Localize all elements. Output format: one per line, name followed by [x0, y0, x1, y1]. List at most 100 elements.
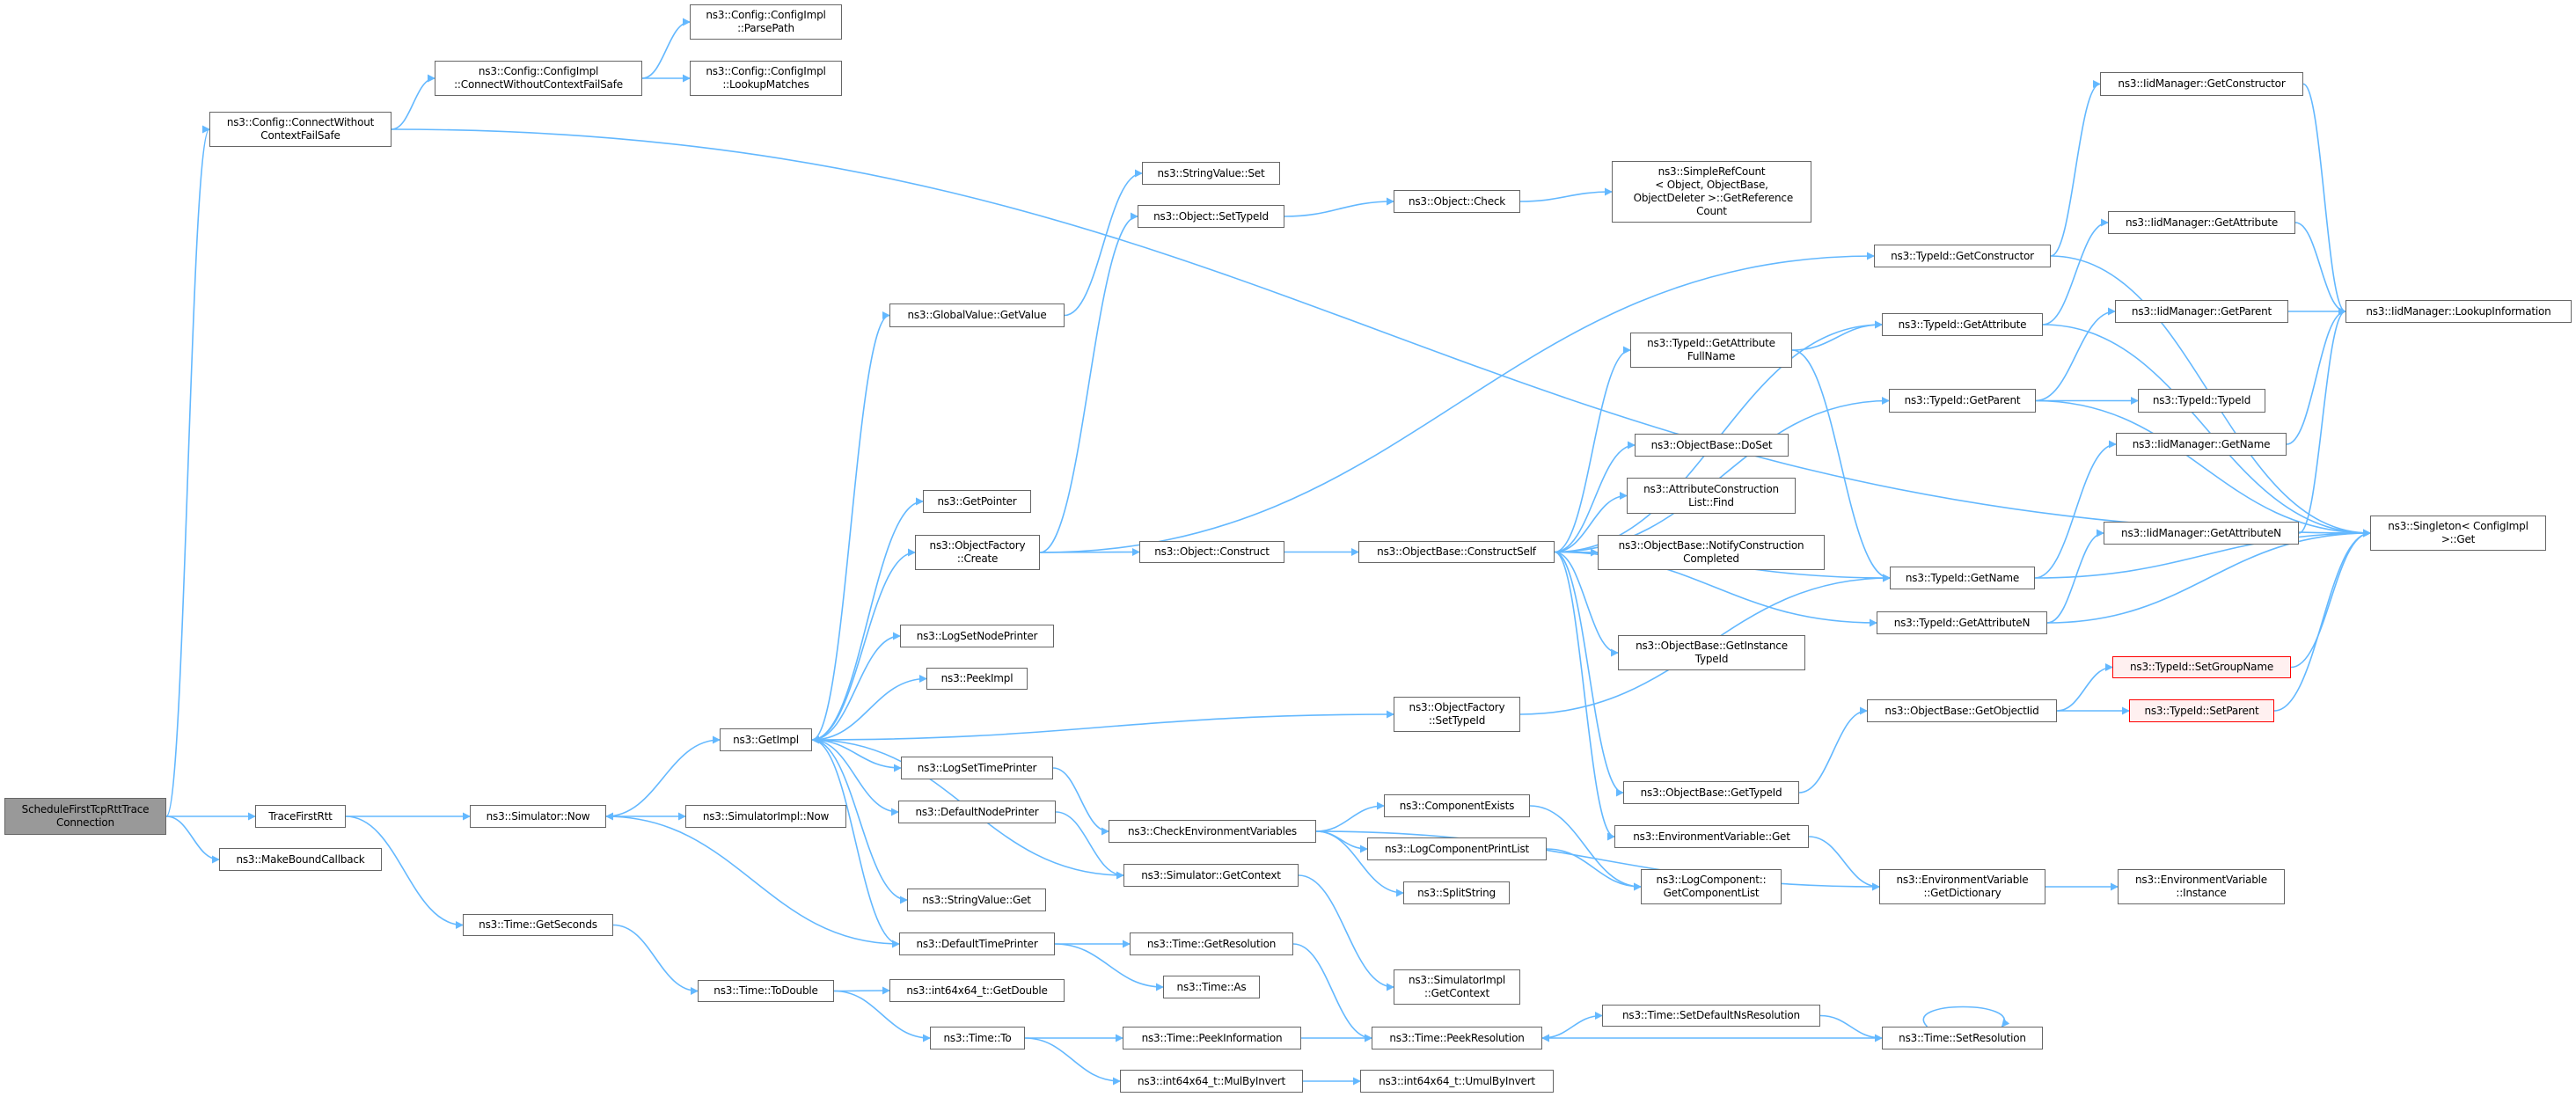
node-get-resolution[interactable]: ns3::Time::GetResolution	[1130, 932, 1293, 955]
node-of-set-type-id[interactable]: ns3::ObjectFactory ::SetTypeId	[1394, 697, 1520, 732]
node-tid-get-name[interactable]: ns3::TypeId::GetName	[1890, 567, 2035, 589]
edge-connect-without-to-singleton-get	[391, 128, 2371, 538]
node-iid-get-constructor[interactable]: ns3::IidManager::GetConstructor	[2100, 72, 2303, 96]
node-iid-get-parent[interactable]: ns3::IidManager::GetParent	[2115, 300, 2288, 323]
node-lookup-info[interactable]: ns3::IidManager::LookupInformation	[2345, 300, 2572, 323]
node-peek-info[interactable]: ns3::Time::PeekInformation	[1123, 1027, 1301, 1049]
edge-tid-get-name-to-iid-get-name	[2034, 440, 2117, 579]
edge-trace-first-rtt-to-get-seconds	[345, 815, 464, 929]
node-notify-cc[interactable]: ns3::ObjectBase::NotifyConstruction Comp…	[1598, 535, 1825, 570]
edge-get-seconds-to-to-double	[612, 924, 699, 995]
node-log-set-time-printer[interactable]: ns3::LogSetTimePrinter	[901, 757, 1053, 779]
node-split-string[interactable]: ns3::SplitString	[1403, 881, 1510, 904]
node-get-attr-full-name[interactable]: ns3::TypeId::GetAttribute FullName	[1630, 333, 1792, 368]
node-cfg-connect[interactable]: ns3::Config::ConfigImpl ::ConnectWithout…	[435, 61, 642, 96]
node-tid-get-parent[interactable]: ns3::TypeId::GetParent	[1889, 389, 2036, 413]
node-to-double[interactable]: ns3::Time::ToDouble	[698, 980, 834, 1002]
node-get-dictionary[interactable]: ns3::EnvironmentVariable ::GetDictionary	[1879, 869, 2045, 904]
edge-set-default-ns-to-set-resolution	[1819, 1014, 1883, 1042]
node-time-as[interactable]: ns3::Time::As	[1163, 976, 1260, 998]
node-string-get[interactable]: ns3::StringValue::Get	[907, 889, 1046, 911]
node-default-time-printer[interactable]: ns3::DefaultTimePrinter	[899, 932, 1055, 955]
node-global-get-value[interactable]: ns3::GlobalValue::GetValue	[889, 304, 1065, 327]
edge-tid-get-parent-to-singleton-get	[2035, 399, 2371, 538]
node-parse-path[interactable]: ns3::Config::ConfigImpl ::ParsePath	[690, 4, 842, 40]
node-iid-get-attribute-n[interactable]: ns3::IidManager::GetAttributeN	[2104, 522, 2299, 545]
node-obj-set-type-id[interactable]: ns3::Object::SetTypeId	[1138, 205, 1284, 228]
node-get-double[interactable]: ns3::int64x64_t::GetDouble	[889, 979, 1065, 1002]
edge-iid-get-attribute-n-to-lookup-info	[2298, 307, 2346, 534]
edge-check-env-to-get-dictionary	[1315, 830, 1880, 891]
edge-get-attr-full-name-to-tid-get-attribute	[1791, 320, 1883, 351]
node-tid-get-attribute[interactable]: ns3::TypeId::GetAttribute	[1882, 313, 2043, 336]
edge-get-impl-to-of-set-type-id	[811, 710, 1394, 741]
node-ac-find[interactable]: ns3::AttributeConstruction List::Find	[1627, 478, 1796, 514]
node-of-create[interactable]: ns3::ObjectFactory ::Create	[915, 535, 1040, 570]
edge-get-impl-to-log-set-time-printer	[811, 739, 902, 772]
node-sim-get-context[interactable]: ns3::Simulator::GetContext	[1123, 864, 1299, 887]
node-singleton-get[interactable]: ns3::Singleton< ConfigImpl >::Get	[2370, 516, 2546, 551]
node-get-seconds[interactable]: ns3::Time::GetSeconds	[463, 914, 613, 936]
node-obj-check[interactable]: ns3::Object::Check	[1394, 190, 1520, 213]
node-set-parent[interactable]: ns3::TypeId::SetParent	[2129, 699, 2274, 722]
node-sim-now[interactable]: ns3::Simulator::Now	[470, 805, 606, 828]
node-default-node-printer[interactable]: ns3::DefaultNodePrinter	[898, 801, 1056, 823]
edge-get-resolution-to-peek-res	[1292, 943, 1372, 1042]
edge-get-impl-to-default-node-printer	[811, 739, 899, 816]
node-do-set[interactable]: ns3::ObjectBase::DoSet	[1635, 434, 1789, 457]
node-get-impl[interactable]: ns3::GetImpl	[720, 728, 812, 751]
edge-of-create-to-tid-get-constructor	[1039, 252, 1875, 553]
node-lookup-matches[interactable]: ns3::Config::ConfigImpl ::LookupMatches	[690, 61, 842, 96]
node-get-object-iid[interactable]: ns3::ObjectBase::GetObjectIid	[1867, 699, 2057, 722]
edge-tid-get-parent-to-iid-get-parent	[2035, 307, 2116, 402]
node-tid-get-attribute-n[interactable]: ns3::TypeId::GetAttributeN	[1877, 611, 2047, 634]
node-tid-type-id[interactable]: ns3::TypeId::TypeId	[2138, 389, 2265, 413]
node-get-instance-type-id[interactable]: ns3::ObjectBase::GetInstance TypeId	[1618, 635, 1805, 670]
edge-obj-check-to-simple-ref	[1519, 187, 1613, 202]
node-sim-impl-now[interactable]: ns3::SimulatorImpl::Now	[685, 805, 846, 828]
node-mul-by-invert[interactable]: ns3::int64x64_t::MulByInvert	[1120, 1070, 1303, 1093]
edge-log-comp-print-list-to-get-comp-list	[1546, 848, 1642, 891]
node-time-to[interactable]: ns3::Time::To	[930, 1027, 1025, 1049]
node-schedule[interactable]: ScheduleFirstTcpRttTrace Connection	[4, 798, 166, 835]
node-iid-get-name[interactable]: ns3::IidManager::GetName	[2116, 433, 2287, 456]
node-connect-without[interactable]: ns3::Config::ConnectWithout ContextFailS…	[209, 112, 392, 147]
edge-get-impl-to-default-time-printer	[811, 739, 900, 948]
edge-get-impl-to-global-get-value	[811, 311, 890, 741]
node-log-comp-print-list[interactable]: ns3::LogComponentPrintList	[1367, 837, 1547, 860]
node-ob-get-type-id[interactable]: ns3::ObjectBase::GetTypeId	[1623, 781, 1799, 804]
node-set-resolution[interactable]: ns3::Time::SetResolution	[1882, 1027, 2043, 1049]
node-simple-ref[interactable]: ns3::SimpleRefCount < Object, ObjectBase…	[1612, 161, 1811, 223]
edge-default-time-printer-to-sim-now	[605, 812, 900, 945]
edge-sim-now-to-get-impl	[605, 735, 721, 817]
edge-check-env-to-split-string	[1315, 830, 1404, 897]
node-tid-get-constructor[interactable]: ns3::TypeId::GetConstructor	[1874, 245, 2051, 267]
node-env-get[interactable]: ns3::EnvironmentVariable::Get	[1614, 825, 1809, 848]
edge-set-group-name-to-singleton-get	[2290, 529, 2371, 669]
node-set-default-ns[interactable]: ns3::Time::SetDefaultNsResolution	[1602, 1005, 1820, 1027]
edge-default-node-printer-to-sim-get-context	[1055, 811, 1124, 880]
node-umul-by-invert[interactable]: ns3::int64x64_t::UmulByInvert	[1360, 1070, 1554, 1093]
node-get-comp-list[interactable]: ns3::LogComponent:: GetComponentList	[1641, 869, 1782, 904]
node-sim-impl-get-context[interactable]: ns3::SimulatorImpl ::GetContext	[1394, 969, 1520, 1005]
node-component-exists[interactable]: ns3::ComponentExists	[1384, 794, 1530, 817]
node-get-pointer[interactable]: ns3::GetPointer	[923, 490, 1031, 513]
node-check-env[interactable]: ns3::CheckEnvironmentVariables	[1109, 820, 1316, 843]
edge-ob-get-type-id-to-get-object-iid	[1798, 706, 1868, 793]
node-set-group-name[interactable]: ns3::TypeId::SetGroupName	[2112, 656, 2291, 678]
node-trace-first-rtt[interactable]: TraceFirstRtt	[255, 805, 346, 828]
edge-get-impl-to-peek-impl	[811, 675, 927, 741]
edge-tid-get-attribute-to-iid-get-attribute	[2042, 218, 2109, 325]
node-peek-res[interactable]: ns3::Time::PeekResolution	[1372, 1027, 1542, 1049]
node-peek-impl[interactable]: ns3::PeekImpl	[926, 668, 1028, 690]
node-obj-construct[interactable]: ns3::Object::Construct	[1139, 541, 1284, 563]
edge-component-exists-to-get-comp-list	[1529, 805, 1642, 891]
node-string-set[interactable]: ns3::StringValue::Set	[1142, 162, 1280, 185]
edge-default-time-printer-to-time-as	[1054, 943, 1164, 991]
node-make-bound[interactable]: ns3::MakeBoundCallback	[219, 848, 382, 871]
node-env-instance[interactable]: ns3::EnvironmentVariable ::Instance	[2118, 869, 2285, 904]
node-log-set-node-printer[interactable]: ns3::LogSetNodePrinter	[900, 625, 1054, 647]
edge-log-set-time-printer-to-check-env	[1052, 767, 1109, 836]
node-iid-get-attribute[interactable]: ns3::IidManager::GetAttribute	[2108, 211, 2295, 234]
node-construct-self[interactable]: ns3::ObjectBase::ConstructSelf	[1358, 541, 1555, 563]
